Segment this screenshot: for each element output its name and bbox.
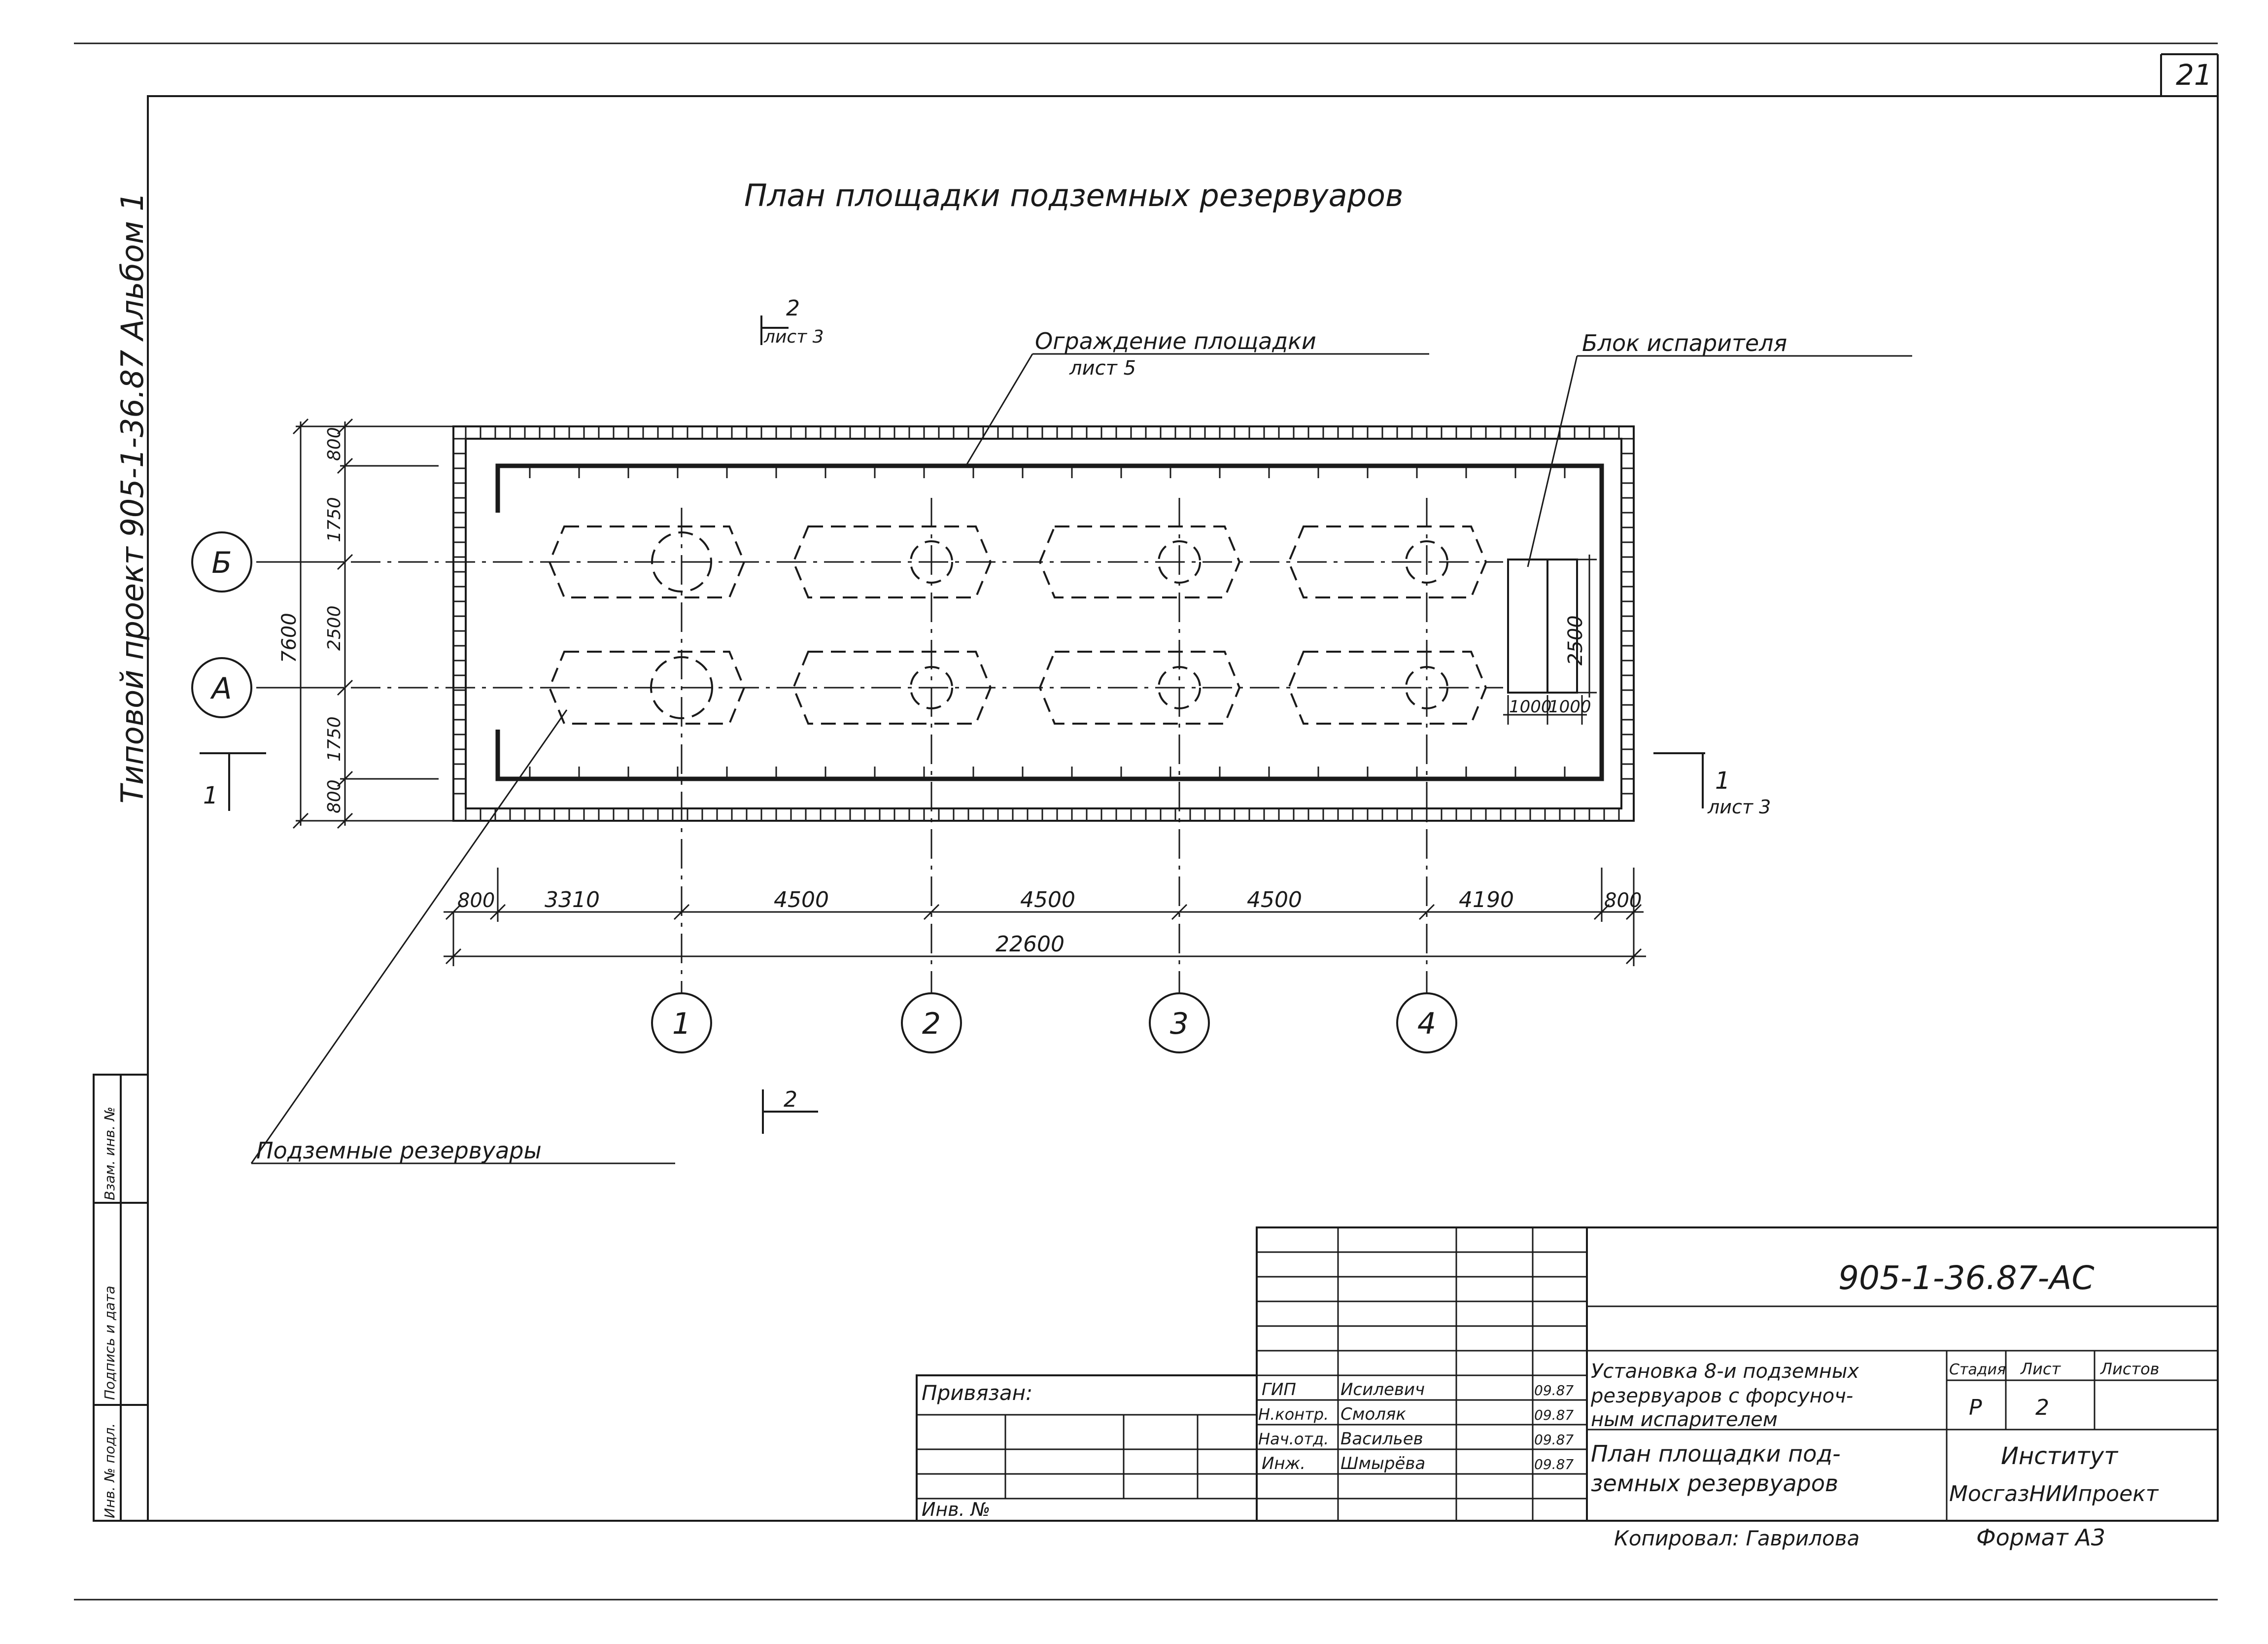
dim-h-4500-a: 4500 xyxy=(774,887,829,912)
signer-role: Инж. xyxy=(1262,1454,1306,1473)
fence-callout-label: Ограждение площадки xyxy=(1035,328,1316,354)
evaporator-dim-w1: 1000 xyxy=(1509,697,1552,717)
left-stamp-strip xyxy=(93,1074,149,1522)
sheet-value: 2 xyxy=(2035,1395,2049,1420)
project-name-line2: резервуаров с форсуноч- xyxy=(1590,1385,1853,1407)
project-name-line3: ным испарителем xyxy=(1591,1408,1778,1431)
reservoir-tank xyxy=(792,525,992,598)
reservoir-tank xyxy=(792,651,992,725)
signer-role: ГИП xyxy=(1262,1380,1296,1399)
section-mark-top-2 xyxy=(760,315,789,345)
reservoir-tank xyxy=(1287,525,1487,598)
copied-by: Копировал: Гаврилова xyxy=(1614,1526,1859,1550)
axis-bubble-col-2 xyxy=(901,992,962,1053)
sheets-label: Листов xyxy=(2100,1360,2160,1378)
signer-name: Васильев xyxy=(1340,1429,1423,1449)
title-block-grid xyxy=(916,1226,2219,1522)
section-mark-right-1-sheet: лист 3 xyxy=(1707,796,1771,818)
section-mark-right-1 xyxy=(1653,752,1705,808)
evaporator-callout-leader xyxy=(1527,355,1912,567)
reservoir-tank xyxy=(1287,651,1487,725)
section-mark-bottom-2 xyxy=(762,1089,818,1134)
axis-bubble-row-a xyxy=(191,657,252,718)
axis-label-col-2: 2 xyxy=(922,1007,941,1041)
section-mark-right-1-number: 1 xyxy=(1715,767,1730,795)
signer-date: 09.87 xyxy=(1534,1407,1574,1423)
axis-bubble-col-4 xyxy=(1396,992,1457,1053)
reservoirs-callout-leader xyxy=(250,709,675,1164)
evaporator-dim-w2: 1000 xyxy=(1548,697,1591,717)
signer-name: Исилевич xyxy=(1340,1380,1425,1399)
axis-label-col-4: 4 xyxy=(1417,1007,1436,1041)
evaporator-callout-label: Блок испарителя xyxy=(1582,330,1787,356)
axis-label-row-b: Б xyxy=(211,546,232,580)
evaporator-dim-height: 2500 xyxy=(1564,615,1587,665)
dim-h-total: 22600 xyxy=(996,932,1065,957)
inner-wall xyxy=(495,463,1604,781)
institute-line2: МосгазНИИпроект xyxy=(1949,1481,2159,1506)
sheet-name-line1: План площадки под- xyxy=(1591,1440,1841,1467)
section-mark-top-2-number: 2 xyxy=(786,296,800,321)
doc-code: 905-1-36.87-АС xyxy=(1838,1259,2095,1297)
plan-title: План площадки подземных резервуаров xyxy=(744,177,1403,213)
evaporator-block xyxy=(1503,555,1597,725)
paper-format: Формат А3 xyxy=(1976,1524,2105,1551)
attached-label: Привязан: xyxy=(922,1381,1032,1405)
reservoir-tank xyxy=(1038,525,1241,598)
dim-v-1750-top: 1750 xyxy=(324,497,344,542)
inventory-label: Инв. № xyxy=(922,1499,990,1520)
dim-h-800-right: 800 xyxy=(1604,889,1642,912)
signer-date: 09.87 xyxy=(1534,1456,1574,1472)
signer-name: Смоляк xyxy=(1340,1404,1406,1424)
stamp-podpis-data: Подпись и дата xyxy=(102,1286,118,1400)
sheet-label: Лист xyxy=(2020,1360,2061,1378)
dim-h-4500-b: 4500 xyxy=(1020,887,1075,912)
reservoir-tank xyxy=(548,651,746,725)
axis-label-row-a: А xyxy=(209,671,232,706)
reservoir-tank xyxy=(548,525,746,598)
axis-label-col-1: 1 xyxy=(672,1007,691,1041)
side-title: Типовой проект 905-1-36.87 Альбом 1 xyxy=(114,192,150,804)
dim-v-800-bottom: 800 xyxy=(324,779,344,813)
institute-line1: Институт xyxy=(2001,1442,2119,1470)
wall-ticks xyxy=(529,466,1566,779)
section-mark-left-1 xyxy=(200,752,266,811)
dim-v-2500: 2500 xyxy=(324,605,344,651)
section-mark-top-2-sheet: лист 3 xyxy=(763,327,824,347)
sheet-name-line2: земных резервуаров xyxy=(1591,1470,1838,1497)
stamp-inv-podl: Инв. № подл. xyxy=(102,1423,118,1518)
axis-bubble-row-b xyxy=(191,531,252,593)
horizontal-dimension-chain xyxy=(444,868,1646,966)
stamp-vzam-inv: Взам. инв. № xyxy=(102,1107,118,1200)
axis-label-col-3: 3 xyxy=(1170,1007,1189,1041)
stage-value: Р xyxy=(1969,1395,1982,1420)
dim-h-3310: 3310 xyxy=(545,887,600,912)
signer-name: Шмырёва xyxy=(1340,1454,1425,1473)
fence-callout-leader xyxy=(965,353,1429,466)
section-mark-bottom-2-number: 2 xyxy=(784,1087,797,1112)
reservoir-tank xyxy=(1038,651,1241,725)
axis-bubble-col-1 xyxy=(651,992,712,1053)
signer-role: Н.контр. xyxy=(1258,1405,1329,1424)
dim-h-800-left: 800 xyxy=(457,889,495,912)
dim-h-4190: 4190 xyxy=(1459,887,1514,912)
reservoirs-callout-label: Подземные резервуары xyxy=(256,1137,542,1164)
signer-date: 09.87 xyxy=(1534,1382,1574,1399)
signer-role: Нач.отд. xyxy=(1258,1430,1329,1448)
section-mark-left-1-number: 1 xyxy=(203,782,218,809)
dim-v-1750-bottom: 1750 xyxy=(324,716,344,762)
signer-date: 09.87 xyxy=(1534,1432,1574,1448)
sheet-number: 21 xyxy=(2176,58,2212,92)
dim-v-800-top: 800 xyxy=(324,427,344,461)
vertical-dimension-chain xyxy=(256,418,453,829)
fence-callout-ref: лист 5 xyxy=(1069,357,1136,380)
stage-label: Стадия xyxy=(1949,1361,2006,1378)
axis-bubble-col-3 xyxy=(1149,992,1210,1053)
project-name-line1: Установка 8-и подземных xyxy=(1591,1360,1859,1383)
dim-h-4500-c: 4500 xyxy=(1247,887,1302,912)
fence-hatching xyxy=(453,426,1634,821)
dim-v-total: 7600 xyxy=(278,613,301,663)
site-fence xyxy=(452,425,1635,822)
